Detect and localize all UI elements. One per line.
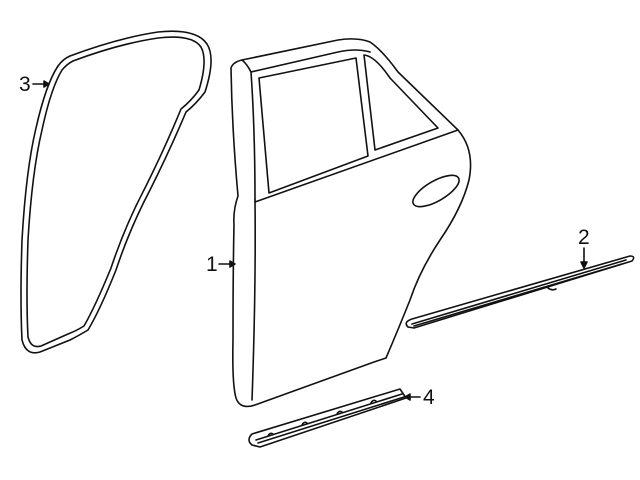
- lower-molding[interactable]: [249, 389, 406, 447]
- belt-molding[interactable]: [406, 256, 633, 328]
- callout-2: 2: [578, 226, 590, 249]
- callout-3: 3: [19, 73, 31, 96]
- callout-4: 4: [423, 386, 435, 409]
- door-handle: [408, 169, 463, 212]
- callout-1: 1: [206, 253, 218, 276]
- leader-lines: [33, 81, 587, 400]
- door-shell[interactable]: [231, 39, 471, 407]
- weatherstrip-seal[interactable]: [21, 31, 211, 353]
